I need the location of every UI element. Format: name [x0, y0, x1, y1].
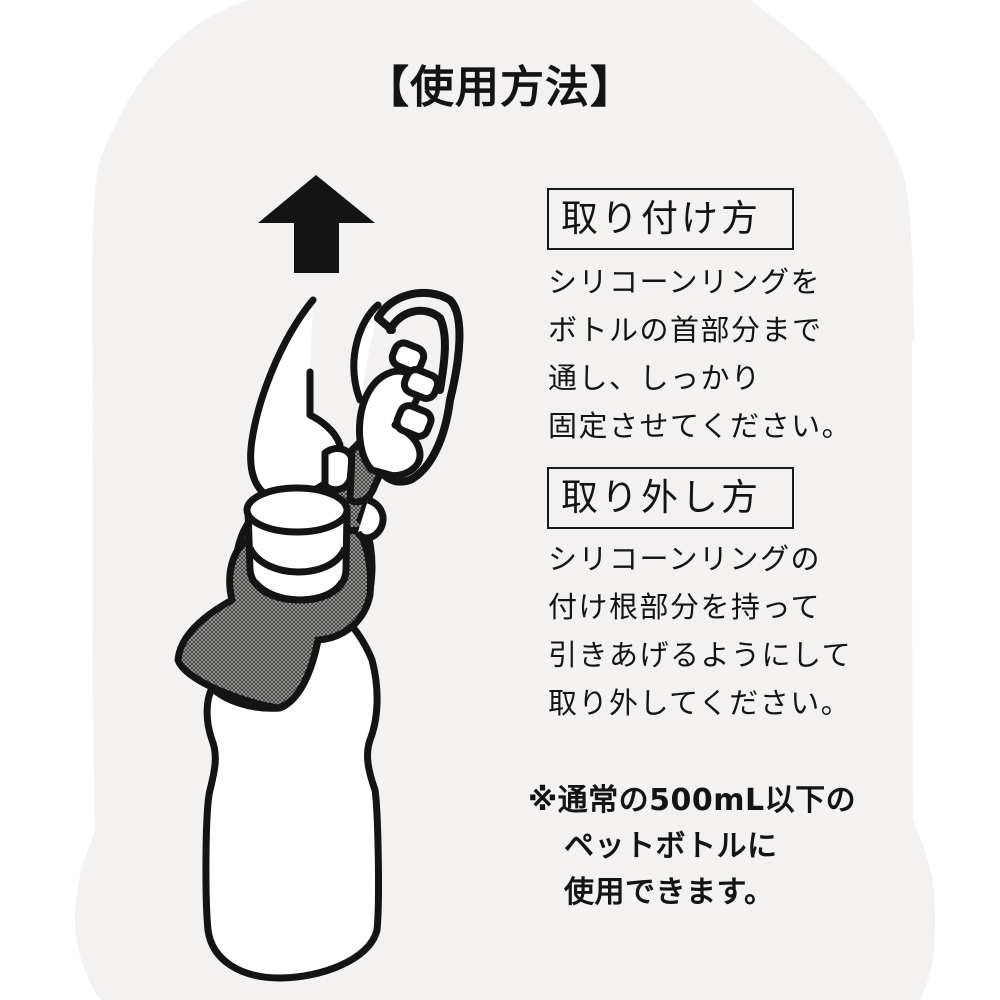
up-arrow-icon — [258, 175, 375, 273]
fingers-icon — [356, 339, 442, 480]
note-line: ペットボトルに — [564, 829, 778, 864]
compatibility-note: ※通常の500mL以下の ペットボトルに 使用できます。 — [528, 778, 856, 916]
attach-line: シリコーンリングを — [548, 265, 822, 299]
page-title: 【使用方法】 — [365, 62, 635, 113]
attach-heading: 取り付け方 — [547, 188, 794, 250]
detach-line: 引きあげるようにして — [548, 638, 853, 672]
detach-line: 取り外してください。 — [548, 686, 852, 720]
attach-line: ボトルの首部分まで — [548, 313, 823, 347]
detach-instructions: シリコーンリングの 付け根部分を持って 引きあげるようにして 取り外してください… — [548, 535, 852, 727]
attach-line: 通し、しっかり — [548, 361, 762, 395]
detach-heading: 取り外し方 — [547, 467, 794, 529]
note-line: ※通常の500mL以下の — [528, 783, 857, 818]
bottle-cap-icon — [243, 484, 351, 604]
attach-line: 固定させてください。 — [548, 409, 853, 443]
note-line: 使用できます。 — [564, 875, 775, 910]
detach-line: シリコーンリングの — [548, 542, 822, 576]
hand-icon — [247, 296, 382, 509]
carabiner-icon — [374, 288, 464, 486]
detach-line: 付け根部分を持って — [548, 590, 822, 624]
attach-instructions: シリコーンリングを ボトルの首部分まで 通し、しっかり 固定させてください。 — [548, 258, 852, 450]
